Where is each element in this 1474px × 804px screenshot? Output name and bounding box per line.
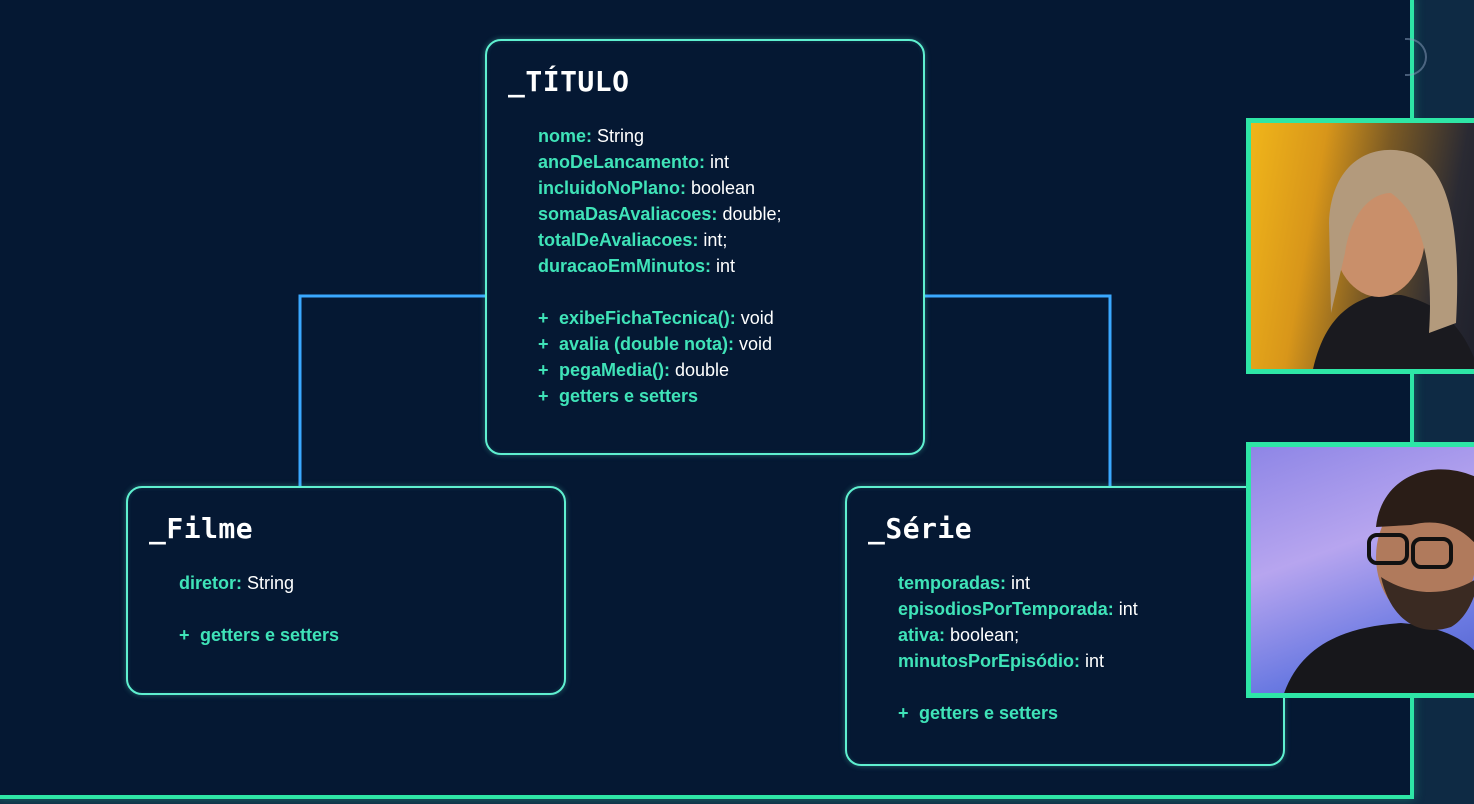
return-type: void (735, 308, 774, 328)
attribute-name: minutosPorEpisódio: (898, 651, 1080, 671)
attribute-name: anoDeLancamento: (538, 152, 706, 172)
attribute-row: diretor: String (179, 570, 339, 596)
method-name: exibeFichaTecnica(): (559, 308, 736, 328)
return-type: void (734, 334, 773, 354)
public-visibility-marker: + (538, 308, 549, 328)
attribute-name: somaDasAvaliacoes: (538, 204, 718, 224)
presenter-1-silhouette (1313, 149, 1474, 369)
method-row: + getters e setters (538, 383, 782, 409)
method-name: getters e setters (200, 625, 340, 645)
attribute-row: minutosPorEpisódio: int (898, 648, 1138, 674)
attribute-row: somaDasAvaliacoes: double; (538, 201, 782, 227)
attribute-name: diretor: (179, 573, 242, 593)
presenter-2-silhouette (1284, 469, 1474, 693)
webcam-feed-presenter-1 (1246, 118, 1474, 374)
method-row: + pegaMedia(): double (538, 357, 782, 383)
method-name: avalia (double nota): (559, 334, 735, 354)
webcam-feed-presenter-2 (1246, 442, 1474, 698)
method-name: getters e setters (919, 703, 1059, 723)
method-row: + exibeFichaTecnica(): void (538, 305, 782, 331)
attribute-row: episodiosPorTemporada: int (898, 596, 1138, 622)
attribute-row: incluidoNoPlano: boolean (538, 175, 782, 201)
attribute-name: episodiosPorTemporada: (898, 599, 1114, 619)
class-title-filme: _Filme (149, 512, 254, 545)
attribute-name: nome: (538, 126, 592, 146)
member-spacer (538, 279, 782, 305)
attribute-name: totalDeAvaliacoes: (538, 230, 699, 250)
attribute-name: temporadas: (898, 573, 1007, 593)
attribute-row: ativa: boolean; (898, 622, 1138, 648)
attribute-type: boolean (686, 178, 756, 198)
class-title-serie: _Série (868, 512, 973, 545)
public-visibility-marker: + (538, 334, 549, 354)
corner-decoration (1405, 38, 1427, 76)
attribute-type: int (711, 256, 736, 276)
public-visibility-marker: + (538, 386, 549, 406)
attribute-type: double; (717, 204, 782, 224)
class-title-titulo: _TÍTULO (508, 65, 630, 98)
attribute-type: int (1080, 651, 1105, 671)
member-spacer (898, 674, 1138, 700)
attribute-type: String (592, 126, 645, 146)
method-name: pegaMedia(): (559, 360, 671, 380)
attribute-type: boolean; (945, 625, 1020, 645)
class-box-filme: _Filme diretor: String + getters e setters (126, 486, 566, 695)
public-visibility-marker: + (898, 703, 909, 723)
attribute-name: incluidoNoPlano: (538, 178, 686, 198)
method-name: getters e setters (559, 386, 699, 406)
attribute-type: int (1006, 573, 1031, 593)
public-visibility-marker: + (538, 360, 549, 380)
attribute-name: duracaoEmMinutos: (538, 256, 712, 276)
return-type: double (670, 360, 730, 380)
member-list-filme: diretor: String + getters e setters (179, 570, 339, 648)
attribute-type: int (705, 152, 730, 172)
attribute-row: duracaoEmMinutos: int (538, 253, 782, 279)
public-visibility-marker: + (179, 625, 190, 645)
attribute-row: totalDeAvaliacoes: int; (538, 227, 782, 253)
attribute-type: String (242, 573, 295, 593)
method-row: + getters e setters (179, 622, 339, 648)
method-row: + avalia (double nota): void (538, 331, 782, 357)
member-spacer (179, 596, 339, 622)
attribute-row: nome: String (538, 123, 782, 149)
attribute-type: int (1113, 599, 1138, 619)
attribute-row: anoDeLancamento: int (538, 149, 782, 175)
attribute-type: int; (698, 230, 728, 250)
method-row: + getters e setters (898, 700, 1138, 726)
attribute-name: ativa: (898, 625, 946, 645)
attribute-row: temporadas: int (898, 570, 1138, 596)
